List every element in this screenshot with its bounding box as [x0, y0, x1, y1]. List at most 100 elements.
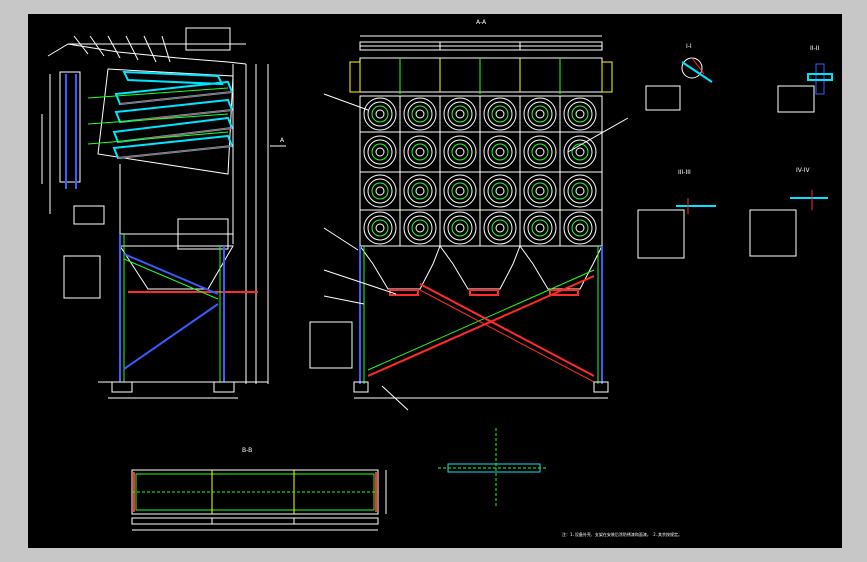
cartridge-ring [483, 211, 517, 245]
cartridge-ring [375, 109, 385, 119]
cartridge-ring [363, 135, 397, 169]
hopper [519, 245, 603, 290]
cartridge-ring [411, 105, 429, 123]
cartridge-ring [451, 143, 469, 161]
cartridge-ring [495, 147, 505, 157]
drawing-text: A-A B-B A I-I II-II III-III IV-IV 注：1.设备… [242, 19, 819, 537]
front-view [309, 35, 629, 411]
cartridge-ring [403, 174, 437, 208]
cartridge-ring [563, 97, 597, 131]
leader [323, 93, 369, 111]
detail-views [637, 57, 833, 259]
detail-1-spec [645, 85, 681, 111]
cartridge-ring [487, 139, 513, 165]
notes: 注：1.设备外壳、支架在安装后涂防锈漆和面漆。 2.其余按规定。 [562, 531, 682, 537]
x-brace [367, 269, 595, 371]
cartridge-array [363, 97, 597, 245]
cartridge-ring [563, 135, 597, 169]
cartridge-ring [443, 174, 477, 208]
pulse-pipe [87, 87, 229, 99]
cartridge-ring [415, 223, 425, 233]
cartridge-ring [491, 182, 509, 200]
view-label-bottom: B-B [242, 447, 252, 454]
cartridge-ring [411, 219, 429, 237]
base-plate [213, 381, 235, 393]
leader [567, 117, 629, 153]
side-view [41, 27, 286, 399]
cartridge-ring [535, 223, 545, 233]
leader [125, 35, 139, 61]
cartridge-ring [367, 139, 393, 165]
cartridge-ring [455, 109, 465, 119]
label-A: A [280, 137, 285, 144]
leader [107, 35, 121, 59]
detail-1-line [681, 61, 713, 83]
cartridge-ring [523, 211, 557, 245]
cad-canvas: A-A B-B A I-I II-II III-III IV-IV 注：1.设备… [28, 14, 842, 548]
spec-block-2 [73, 205, 105, 225]
plan-dim [131, 517, 213, 525]
cartridge-ring [523, 135, 557, 169]
cartridge-ring [575, 223, 585, 233]
cartridge-ring [575, 186, 585, 196]
side-view-left-column [59, 71, 81, 183]
cad-drawing: A-A B-B A I-I II-II III-III IV-IV 注：1.设备… [41, 19, 833, 537]
cartridge-ring [571, 182, 589, 200]
side-view-roof [47, 43, 247, 65]
cartridge-ring [571, 219, 589, 237]
plan-dim [293, 517, 379, 525]
cartridge-ring [363, 174, 397, 208]
leader [73, 35, 89, 55]
cartridge-ring [367, 215, 393, 241]
leader [323, 269, 397, 295]
cartridge-ring [371, 182, 389, 200]
x-brace [367, 275, 595, 377]
cartridge-ring [535, 186, 545, 196]
cartridge-ring [495, 186, 505, 196]
header-yellow [601, 61, 613, 93]
hopper [359, 245, 441, 290]
spec-block [63, 255, 101, 299]
cartridge-ring [567, 101, 593, 127]
cartridge-ring [451, 219, 469, 237]
cartridge-ring [447, 178, 473, 204]
cartridge-red-edge [119, 91, 233, 105]
cartridge-ring [527, 101, 553, 127]
cartridge-ring [483, 174, 517, 208]
cartridge-ring [443, 97, 477, 131]
cartridge-ring [527, 215, 553, 241]
leader [381, 385, 409, 411]
tag-box [185, 27, 231, 51]
cartridge-ring [371, 219, 389, 237]
cartridge-ring [407, 178, 433, 204]
cartridge-ring [403, 211, 437, 245]
side-view-inner-box [177, 218, 229, 250]
cartridge-ring [451, 105, 469, 123]
cartridge-ring [407, 215, 433, 241]
cartridge-ring [415, 109, 425, 119]
cartridge-ring [455, 147, 465, 157]
x-brace [419, 283, 595, 377]
detail-2-flange [807, 73, 833, 81]
cartridge-ring [371, 105, 389, 123]
cartridge-ring [367, 101, 393, 127]
hopper-outlet [469, 289, 499, 296]
cartridge-ring [407, 139, 433, 165]
plan-view [131, 428, 548, 531]
cartridge-ring [403, 135, 437, 169]
cartridge-ring [531, 219, 549, 237]
cartridge-ring [491, 143, 509, 161]
cartridge-ring [563, 174, 597, 208]
base-plate [353, 381, 369, 393]
cartridge-ring [447, 139, 473, 165]
cartridge-ring [571, 143, 589, 161]
brace [123, 303, 219, 370]
cartridge-ring [411, 182, 429, 200]
leader [143, 35, 157, 63]
cartridge [122, 70, 224, 86]
detail-3-spec [637, 209, 685, 259]
cartridge-ring [375, 147, 385, 157]
section-label-3: III-III [678, 169, 691, 176]
side-view-hopper [119, 245, 234, 290]
cartridge-ring [487, 178, 513, 204]
